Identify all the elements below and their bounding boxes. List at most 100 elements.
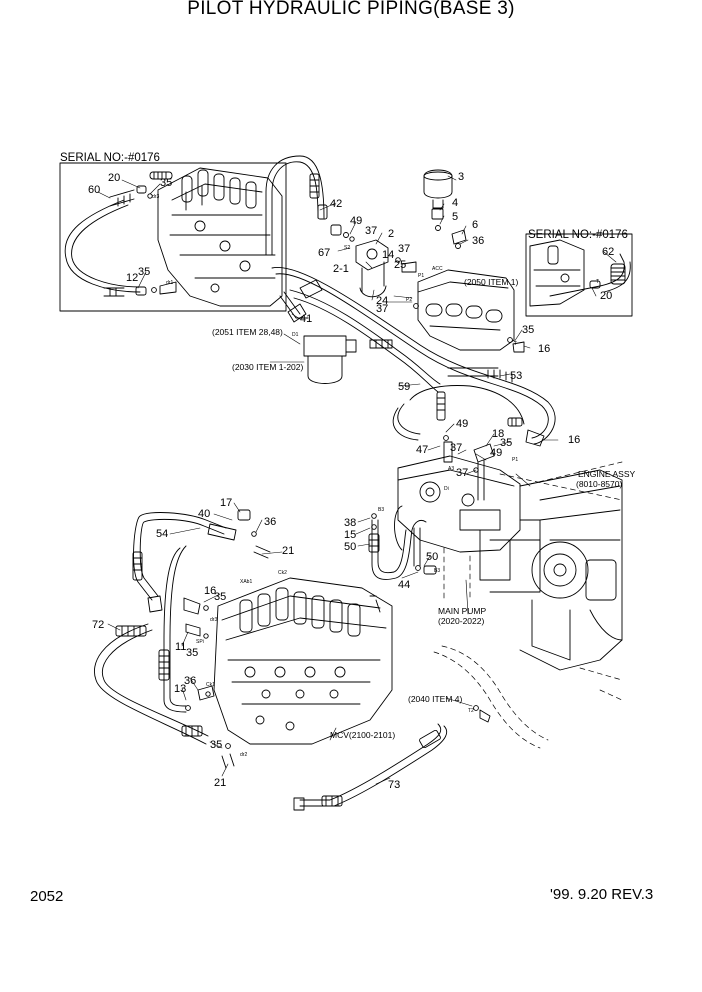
callout-numbers: 20 35 60 12 35 42 49 37 2 67 2-1 37 14 2… [88,171,614,791]
page-title: PILOT HYDRAULIC PIPING(BASE 3) [187,0,515,19]
callout-40: 40 [198,508,210,520]
mcv-valve [213,577,393,745]
pilot-valve-block [413,269,525,353]
port-labels: dr3 dr1 S2 P1 ACC P2 T D1 A3 Di P1 B3 B3… [152,194,599,758]
callout-60: 60 [88,184,100,196]
reference-labels: (2050 ITEM 1) (2051 ITEM 28,48) (2030 IT… [212,277,635,740]
right-inset-valve [529,239,631,307]
port-p1: P1 [418,273,424,279]
engine-assembly [519,469,623,671]
callout-16: 16 [204,585,216,597]
callout-54: 54 [156,528,168,540]
line-filter [279,291,357,384]
callout-15: 15 [344,529,356,541]
inset-labels: SERIAL NO:-#0176 SERIAL NO:-#0176 [60,152,628,241]
right-fitting [443,435,495,501]
callout-59: 59 [398,381,410,393]
callout-36: 36 [472,235,484,247]
port-t: T [514,341,517,347]
main-pump-assembly [394,455,541,593]
left-inset-hose [64,171,177,297]
callout-6: 6 [472,219,478,231]
left-inset-frame [59,162,287,312]
callout-36: 36 [264,516,276,528]
port-dr2: dr2 [240,752,247,758]
port-ck1: Ck1 [206,682,215,688]
engine-label: ENGINE ASSY [578,469,635,479]
callout-41: 41 [300,313,312,325]
callout-36: 36 [184,675,196,687]
port-d1: D1 [292,332,299,338]
callout-35: 35 [522,324,534,336]
port-ck2: Ck2 [278,570,287,576]
callout-21: 21 [214,777,226,789]
callout-37: 37 [398,243,410,255]
callout-16: 16 [538,343,550,355]
page-number: 2052 [30,888,64,905]
callout-50: 50 [426,551,438,563]
callout-49: 49 [490,447,502,459]
callout-2-1: 2-1 [333,263,349,275]
callout-38: 38 [344,517,356,529]
accumulator [423,169,467,249]
mcv-hose-72 [94,623,235,769]
left-inset-valve [157,167,283,307]
callout-49: 49 [456,418,468,430]
callout-37: 37 [450,442,462,454]
port-spi: SPi [196,639,204,645]
mcv-hose-upright [158,545,215,713]
port-p1: P1 [512,457,518,463]
callout-73: 73 [388,779,400,791]
ref-2030: (2030 ITEM 1-202) [232,362,304,372]
callout-14: 14 [382,249,394,261]
callout-20: 20 [600,290,612,302]
mcv-hose-54 [132,509,271,613]
callout-25: 25 [394,259,406,271]
ref-2051: (2051 ITEM 28,48) [212,327,283,337]
callout-35: 35 [500,437,512,449]
callout-20: 20 [108,172,120,184]
callout-44: 44 [398,579,410,591]
callout-18: 18 [492,428,504,440]
callout-5: 5 [452,211,458,223]
return-hose-73 [293,705,491,811]
callout-67: 67 [318,247,330,259]
left-serial-label: SERIAL NO:-#0176 [60,152,160,164]
port-dr3: dr3 [152,194,159,200]
callout-35: 35 [160,177,172,189]
right-inset-frame [525,233,633,317]
callout-2: 2 [388,228,394,240]
main-pump-code-label: (2020-2022) [438,616,484,626]
callout-16: 16 [568,434,580,446]
callout-21: 21 [282,545,294,557]
port-a3: A3 [448,466,454,472]
callout-35: 35 [214,591,226,603]
callout-35: 35 [186,647,198,659]
callout-49: 49 [350,215,362,227]
port-b3: B3 [378,507,384,513]
port-acc: ACC [432,266,443,272]
callout-3: 3 [458,171,464,183]
callout-17: 17 [220,497,232,509]
callout-62: 62 [602,246,614,258]
port-xab1: XAb1 [240,579,252,585]
port-dr1: dr1 [166,280,173,286]
callout-50: 50 [344,541,356,553]
callout-37: 37 [365,225,377,237]
port-t2: T2 [468,708,474,714]
port-b3: B3 [434,568,440,574]
long-pilot-lines [271,266,556,447]
callout-24: 24 [376,295,388,307]
main-pump-label: MAIN PUMP [438,606,487,616]
callout-37: 37 [376,303,388,315]
engine-dashed-outline [433,461,623,749]
callout-13: 13 [174,683,186,695]
port-di: Di [444,486,449,492]
revision-label: '99. 9.20 REV.3 [550,886,654,903]
pump-hose-44 [368,513,437,580]
callout-42: 42 [330,198,342,210]
leader-lines [97,175,617,785]
engine-code-label: (8010-8570) [576,479,622,489]
callout-11: 11 [175,641,186,653]
